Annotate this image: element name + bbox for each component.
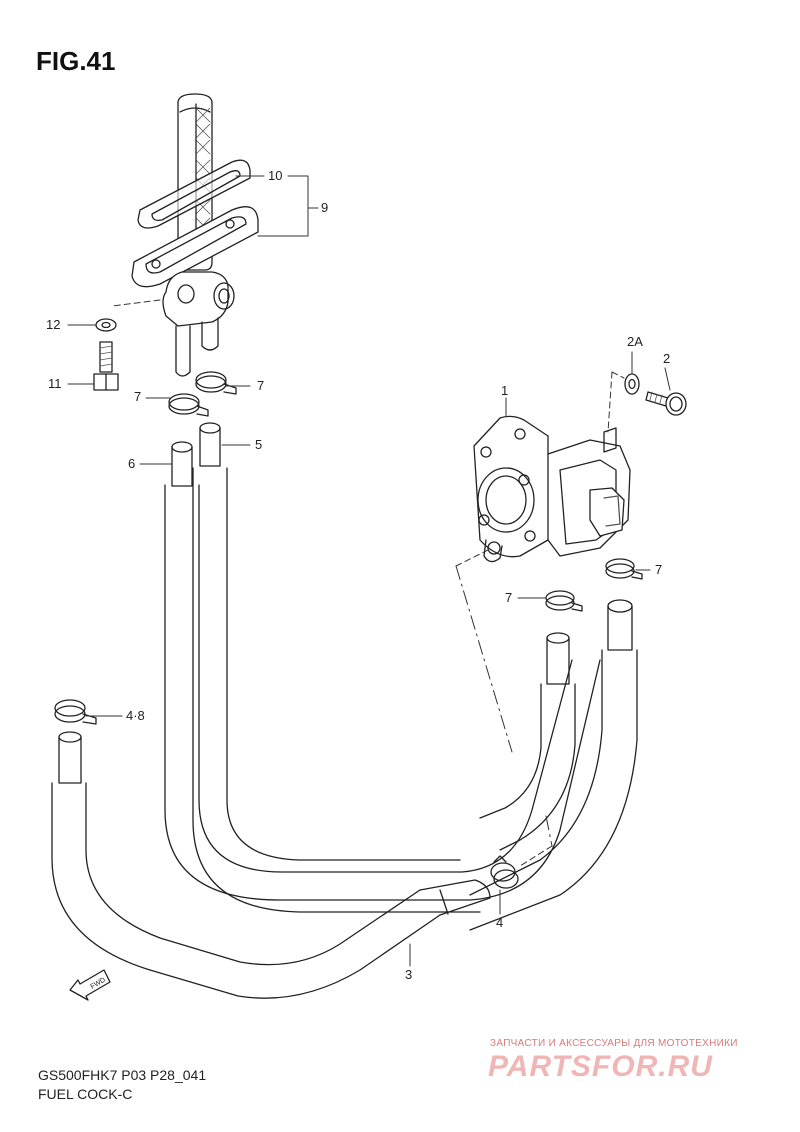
washer-2a [624,373,640,395]
callout-7-lower-right: 7 [655,562,663,577]
fwd-arrow-icon [69,969,111,1001]
hose-ends-right [469,599,638,931]
callout-12: 12 [46,317,61,332]
callout-7-upper-left: 7 [134,389,142,404]
callout-2: 2 [663,351,671,366]
watermark-tagline: ЗАПЧАСТИ И АКСЕССУАРЫ ДЛЯ МОТОТЕХНИКИ [490,1038,738,1049]
diagram-name: FUEL COCK-C [38,1086,133,1102]
hose-5 [192,422,481,913]
clamp-4 [490,855,519,889]
bolt-11 [93,341,119,391]
callout-1: 1 [501,383,509,398]
callout-11: 11 [48,376,62,391]
leader-lines [67,175,671,967]
screw-2 [645,391,687,416]
clamp-7-upper-left [168,393,209,417]
callout-5: 5 [255,437,263,452]
callout-7-upper-right: 7 [257,378,265,393]
clamp-7-lower-right [605,558,643,580]
callout-4-8: 4·8 [126,708,145,723]
hose-6 [164,441,601,901]
washer-12 [95,318,117,332]
fuel-cock-1 [473,415,631,563]
callout-6: 6 [128,456,136,471]
watermark-logo: PARTSFOR.RU [488,1050,713,1083]
clamp-7-upper-right [195,371,237,395]
hose-3 [51,731,491,999]
clamp-7-lower-left [545,590,583,612]
callout-10: 10 [268,168,283,183]
callout-3: 3 [405,967,413,982]
callout-4: 4 [496,915,504,930]
callout-7-lower-left: 7 [505,590,513,605]
clamp-4-8 [54,699,97,725]
o-ring-9 [131,206,259,288]
fuel-cock-body [162,271,235,377]
callout-2a: 2A [627,334,643,349]
figure-title: FIG.41 [36,46,116,76]
diagram-code: GS500FHK7 P03 P28_041 [38,1067,207,1083]
callout-9: 9 [321,200,329,215]
